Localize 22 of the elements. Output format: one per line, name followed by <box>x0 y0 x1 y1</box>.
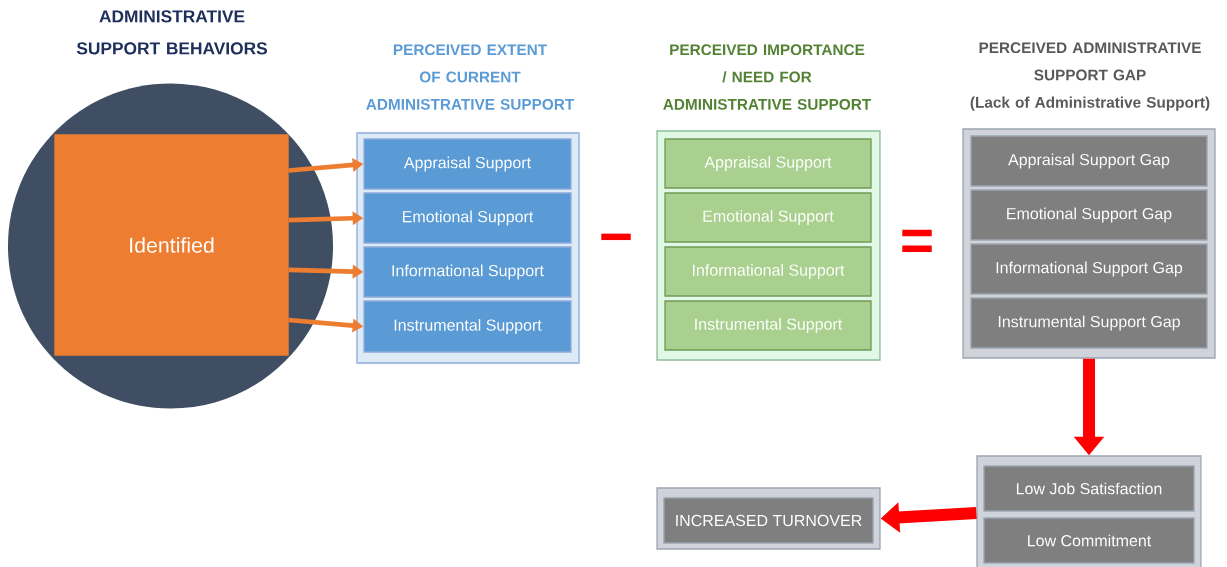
outcome-box: Informational Support Gap <box>970 243 1208 295</box>
support-box: Appraisal Support <box>363 138 572 190</box>
support-box: Instrumental Support <box>664 300 872 351</box>
outcome-box: Instrumental Support Gap <box>970 297 1208 349</box>
support-box: Instrumental Support <box>363 300 572 353</box>
support-box: Informational Support <box>664 246 872 297</box>
outcome-box: Emotional Support Gap <box>970 189 1208 241</box>
heading: PERCEIVED ADMINISTRATIVE SUPPORT GAP (Lack of Administrative Support) <box>970 42 1210 111</box>
support-box: Informational Support <box>363 246 572 298</box>
outcome-box: Appraisal Support Gap <box>970 135 1208 187</box>
support-box: Emotional Support <box>363 192 572 244</box>
category-box: Identified <box>54 134 289 356</box>
outcome-box: Low Commitment <box>983 517 1195 564</box>
outcome-box: Low Job Satisfaction <box>983 465 1195 512</box>
operator-sign: − <box>601 233 631 241</box>
operator-sign: = <box>902 229 932 252</box>
heading: PERCEIVED EXTENT OF CURRENT ADMINISTRATIVE SUPPORT <box>366 44 575 110</box>
heading: ADMINISTRATIVE SUPPORT BEHAVIORS <box>76 10 267 55</box>
outcome-box: INCREASED TURNOVER <box>663 497 874 544</box>
support-box: Emotional Support <box>664 192 872 243</box>
support-box: Appraisal Support <box>664 138 872 189</box>
heading: PERCEIVED IMPORTANCE / NEED FOR ADMINISTRATIVE SUPPORT <box>663 44 872 110</box>
